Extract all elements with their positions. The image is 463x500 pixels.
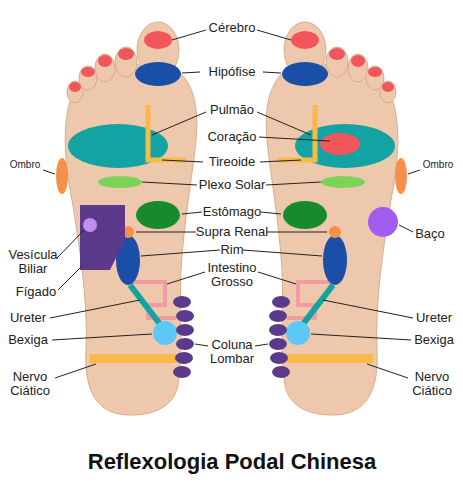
organ-label: Bexiga — [8, 333, 48, 347]
organ-label: Pulmão — [210, 103, 254, 117]
organ-label: Vesícula Biliar — [4, 248, 62, 277]
organ-label: Tireoide — [209, 155, 255, 169]
organ-label: Ureter — [416, 311, 452, 325]
organ-label: Intestino Grosso — [197, 261, 267, 290]
organ-label: Nervo Ciático — [412, 370, 452, 399]
organ-label: Coração — [207, 130, 256, 144]
organ-label: Nervo Ciático — [4, 370, 56, 399]
organ-label: Fígado — [16, 285, 56, 299]
organ-label: Rim — [220, 243, 243, 257]
organ-label: Bexiga — [414, 333, 454, 347]
organ-label: Hipófise — [209, 65, 256, 79]
organ-label: Supra Renal — [196, 225, 268, 239]
organ-label: Cérebro — [209, 21, 256, 35]
organ-label: Estômago — [203, 205, 262, 219]
diagram-title: Reflexologia Podal Chinesa — [88, 449, 377, 475]
organ-label: Ombro — [423, 159, 454, 170]
organ-label: Ureter — [10, 311, 46, 325]
organ-label: Ombro — [10, 159, 41, 170]
organ-label: Baço — [415, 227, 445, 241]
organ-label: Plexo Solar — [199, 178, 265, 192]
organ-label: Coluna Lombar — [207, 338, 257, 367]
